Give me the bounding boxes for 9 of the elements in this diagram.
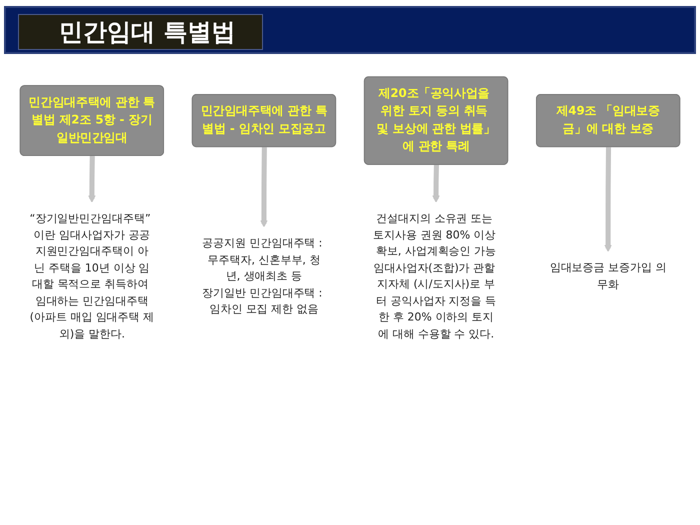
node-text: “장기일반민간임대주택” 이란 임대사업자가 공공지원민간임대주택이 아닌 주택을 10년 이상 임대할 목적으로 취득하여 임대하는 민간임대주택(아파트 매입 임대주택 제외)을 말한다. — [30, 212, 154, 340]
arrow — [260, 147, 268, 228]
arrow — [432, 164, 440, 203]
title: 민간임대 특별법 — [18, 14, 263, 50]
node-text: 건설대지의 소유권 또는 토지사용 권원 80% 이상 확보, 사업계획승인 가능 임대사업자(조합)가 관할 지자체 (시/도지사)로 부터 공익사업자 지정을 득한 후 20% 이하의 토지에 대해 수용할 수 있다. — [373, 212, 496, 340]
arrow — [604, 147, 612, 252]
node-text: 임대보증금 보증가입 의무화 — [550, 262, 666, 291]
arrow — [88, 156, 96, 203]
node-text: 공공지원 민간임대주택 : 무주택자, 신혼부부, 청년, 생애최초 등 장기일반 민간임대주택 : 임차인 모집 제한 없음 — [202, 237, 322, 316]
